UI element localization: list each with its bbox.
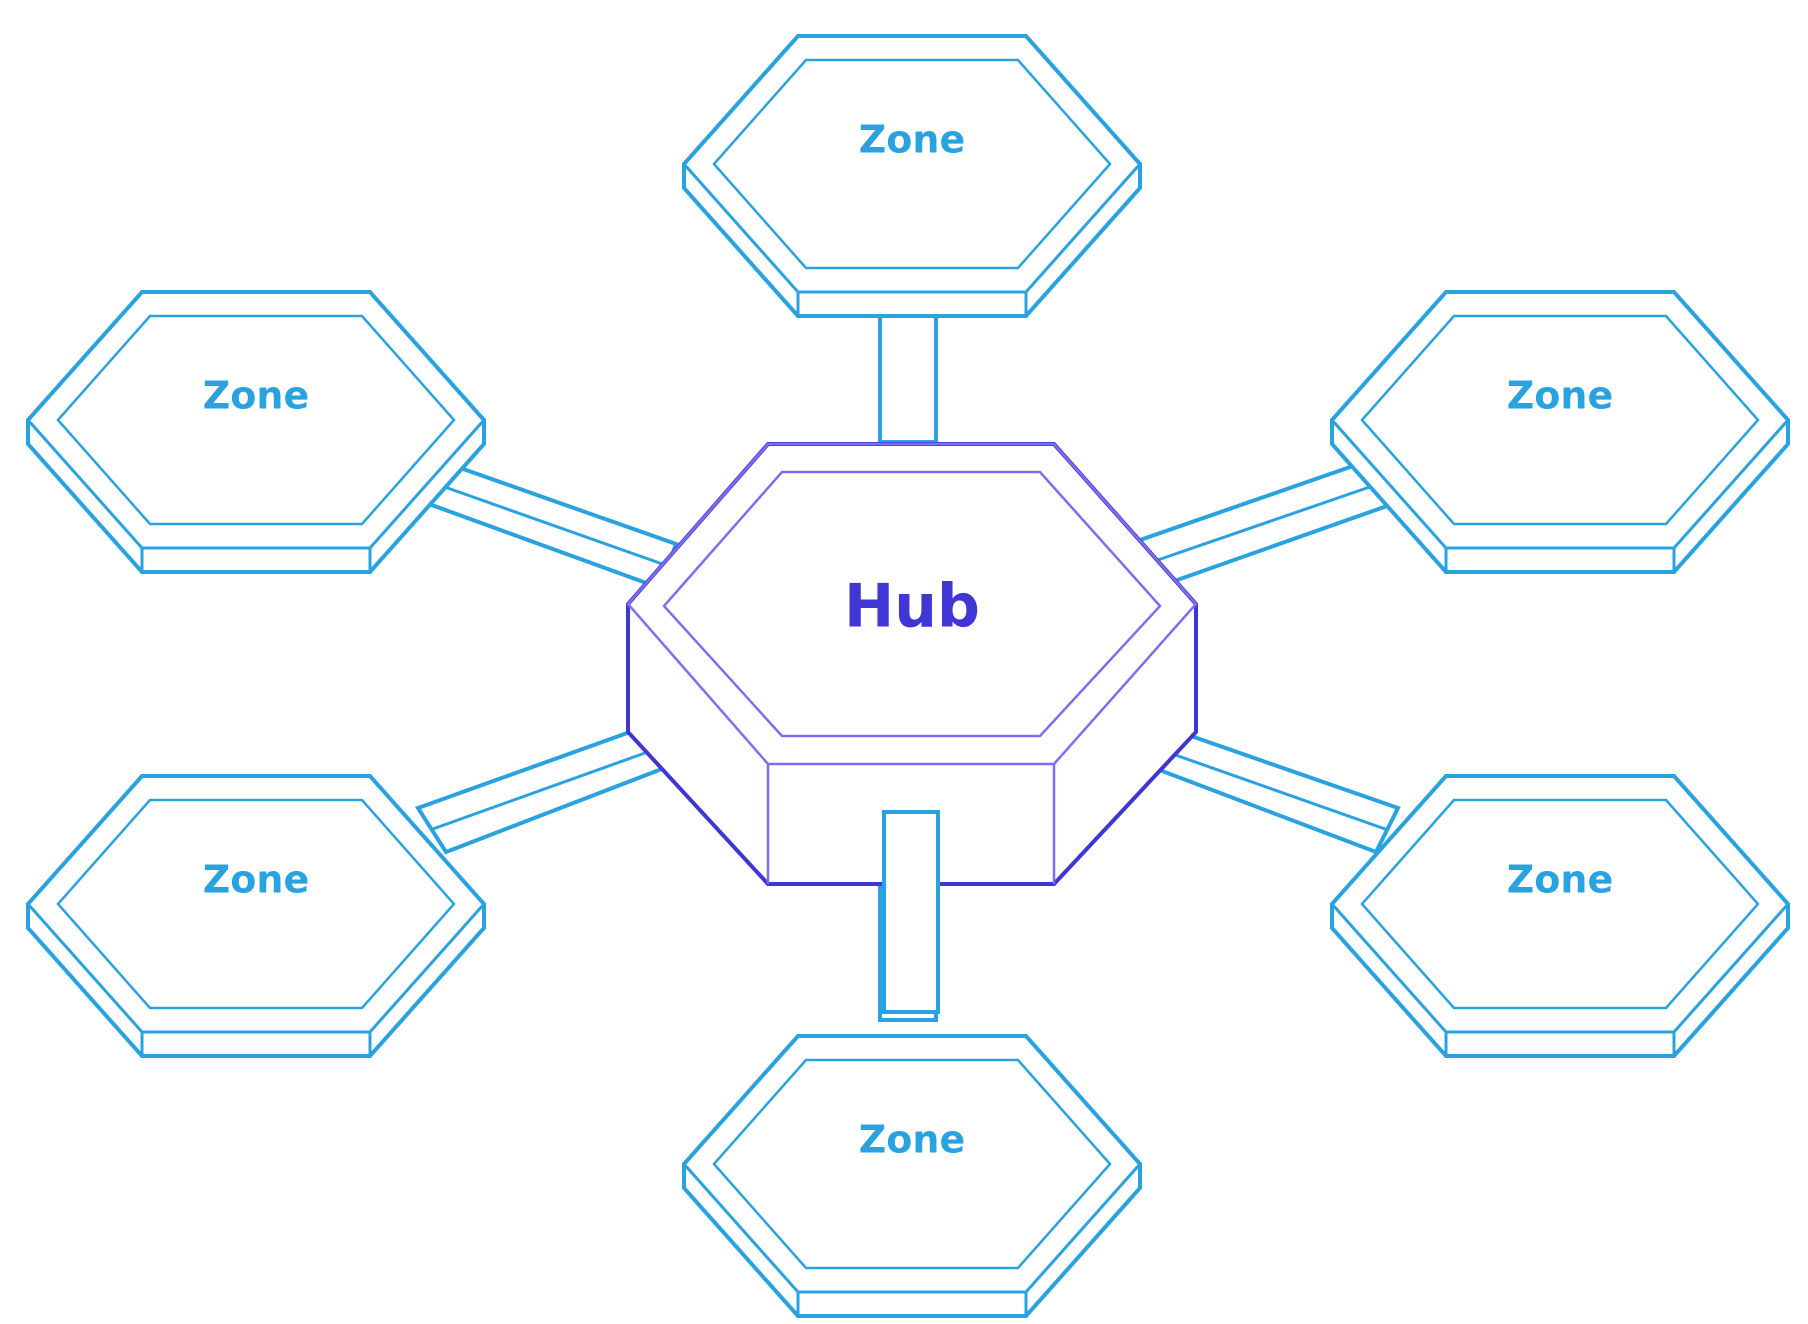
zone-edge [26, 419, 486, 550]
zone-label: Zone [1507, 374, 1614, 418]
zone-edge [682, 163, 1142, 294]
zone-inner [1360, 798, 1760, 1010]
zone-inner [712, 58, 1112, 270]
zone-edge [1330, 419, 1790, 550]
zone-edge [26, 903, 486, 1034]
zone-inner [56, 314, 456, 526]
zone-label: Zone [859, 1118, 966, 1162]
zone-edge [1330, 903, 1790, 1034]
zone-inner [712, 1058, 1112, 1270]
zone-label: Zone [203, 858, 310, 902]
zone-node-bottom-left: Zone [26, 774, 486, 1058]
zone-node-top: Zone [682, 34, 1142, 318]
zone-label: Zone [1507, 858, 1614, 902]
zone-node-bottom: Zone [682, 1034, 1142, 1318]
zone-node-top-left: Zone [26, 290, 486, 574]
zone-label: Zone [203, 374, 310, 418]
zone-inner [56, 798, 456, 1010]
zone-edge [682, 1163, 1142, 1294]
zone-node-bottom-right: Zone [1330, 774, 1790, 1058]
hub-label: Hub [844, 572, 980, 642]
zone-inner [1360, 314, 1760, 526]
zone-label: Zone [859, 118, 966, 162]
hub-node: Hub [626, 442, 1198, 886]
zone-node-top-right: Zone [1330, 290, 1790, 574]
connector-hub-bottom-overlay [882, 810, 940, 1014]
